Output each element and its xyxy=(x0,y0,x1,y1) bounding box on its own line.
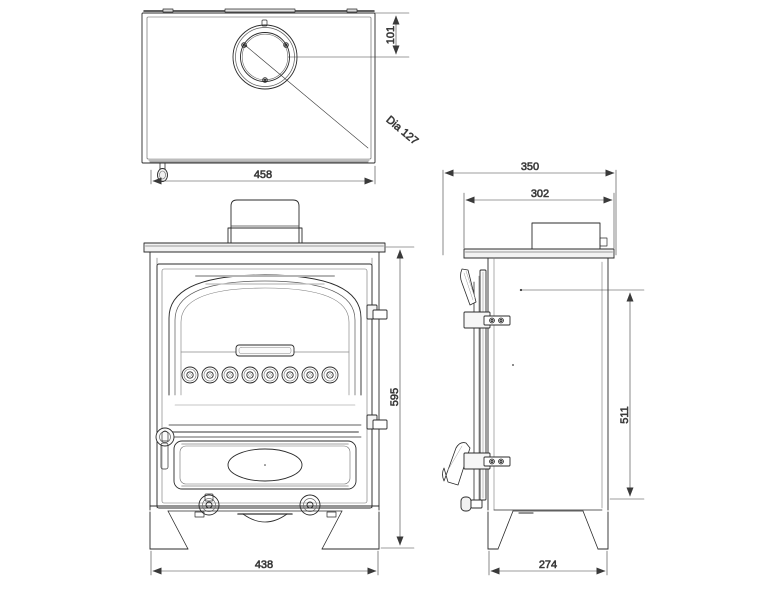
dim-595-label: 595 xyxy=(389,388,401,406)
dim-458-label: 458 xyxy=(254,169,272,181)
side-lower-handle[interactable] xyxy=(442,442,471,486)
side-flue-box xyxy=(531,222,608,250)
top-view xyxy=(141,8,376,182)
dimension-group-top: 101 Dia 127 458 xyxy=(150,12,421,185)
dimension-group-front: 595 438 xyxy=(150,246,415,576)
side-flue-box-tab xyxy=(599,237,608,247)
front-flue-base xyxy=(227,227,303,245)
front-door-handle-plate-inner xyxy=(238,347,292,354)
bolt-6 xyxy=(281,366,299,384)
side-flue-box-outline xyxy=(531,222,601,250)
front-door-frame-inner xyxy=(161,268,368,504)
front-ash-drawer-outer xyxy=(173,440,357,490)
flue-screw-1-core xyxy=(242,43,246,47)
dimension-group-side: 350 302 511 274 xyxy=(442,161,645,576)
oval-badge xyxy=(227,448,303,482)
front-air-controls[interactable] xyxy=(198,493,321,516)
oval-badge-center xyxy=(264,464,266,466)
bolt-3 xyxy=(221,366,239,384)
bolt-2 xyxy=(201,366,219,384)
dim-511-dot xyxy=(519,288,523,292)
side-air-knob[interactable] xyxy=(460,496,483,512)
front-base-tab-left xyxy=(194,511,205,518)
side-top-plate xyxy=(463,248,615,259)
front-door-handle-plate xyxy=(235,344,295,357)
dim-302-label: 302 xyxy=(531,188,549,200)
bolt-8 xyxy=(321,366,339,384)
dim-350-label: 350 xyxy=(521,161,539,173)
side-hinge-lower xyxy=(463,452,511,470)
dim-dia-leader xyxy=(245,45,369,149)
front-flue-upper xyxy=(230,199,300,245)
top-view-tab-left xyxy=(162,8,174,13)
bolt-1 xyxy=(181,366,199,384)
side-upper-handle[interactable] xyxy=(460,268,477,306)
top-view-tab-right xyxy=(346,8,358,13)
front-base-arc xyxy=(242,513,288,523)
air-control-right xyxy=(299,494,321,516)
bolt-5 xyxy=(261,366,279,384)
dim-dia-127-label: Dia 127 xyxy=(384,114,421,148)
front-bolt-row xyxy=(181,366,339,384)
front-door-latch[interactable] xyxy=(366,304,388,430)
front-top-plate xyxy=(143,242,386,253)
flue-collar xyxy=(232,19,298,90)
flue-screw-2-core xyxy=(284,43,288,47)
top-view-handle-boss xyxy=(157,162,168,182)
flue-screw-2 xyxy=(283,42,289,48)
front-view xyxy=(143,199,388,550)
flue-collar-bore-inner xyxy=(241,33,289,81)
front-leg-taper xyxy=(167,510,343,550)
top-view-tab-center xyxy=(224,8,296,13)
side-view xyxy=(442,222,615,550)
bolt-7 xyxy=(301,366,319,384)
bolt-4 xyxy=(241,366,259,384)
dim-274-label: 274 xyxy=(539,559,557,571)
flue-screw-3 xyxy=(262,77,268,83)
front-door-handle[interactable] xyxy=(155,427,175,470)
side-hinge-upper xyxy=(463,311,511,329)
front-door-latch-upper-tab xyxy=(372,309,388,320)
flue-collar-lug xyxy=(261,19,268,27)
front-flue-collar xyxy=(227,199,303,245)
side-body-center-dot xyxy=(512,364,514,366)
top-view-outline xyxy=(141,12,376,164)
air-control-left xyxy=(198,493,220,516)
dim-511-label: 511 xyxy=(619,406,631,424)
front-door-arch-inner xyxy=(180,287,350,396)
front-door-arch-mid xyxy=(174,280,356,396)
front-ash-drawer-inner xyxy=(179,445,351,485)
front-door-handle-stem xyxy=(160,442,169,470)
flue-screw-3-core xyxy=(263,78,267,82)
side-base-legs xyxy=(487,510,609,550)
front-door-frame xyxy=(156,263,373,509)
flue-collar-bore xyxy=(240,32,290,82)
dim-101-label: 101 xyxy=(385,26,397,44)
front-ash-drawer xyxy=(173,440,357,490)
front-base-tab-right xyxy=(326,511,337,518)
front-base-legs xyxy=(149,510,380,550)
dim-438-label: 438 xyxy=(255,559,273,571)
dim-dia-dot xyxy=(244,44,248,48)
